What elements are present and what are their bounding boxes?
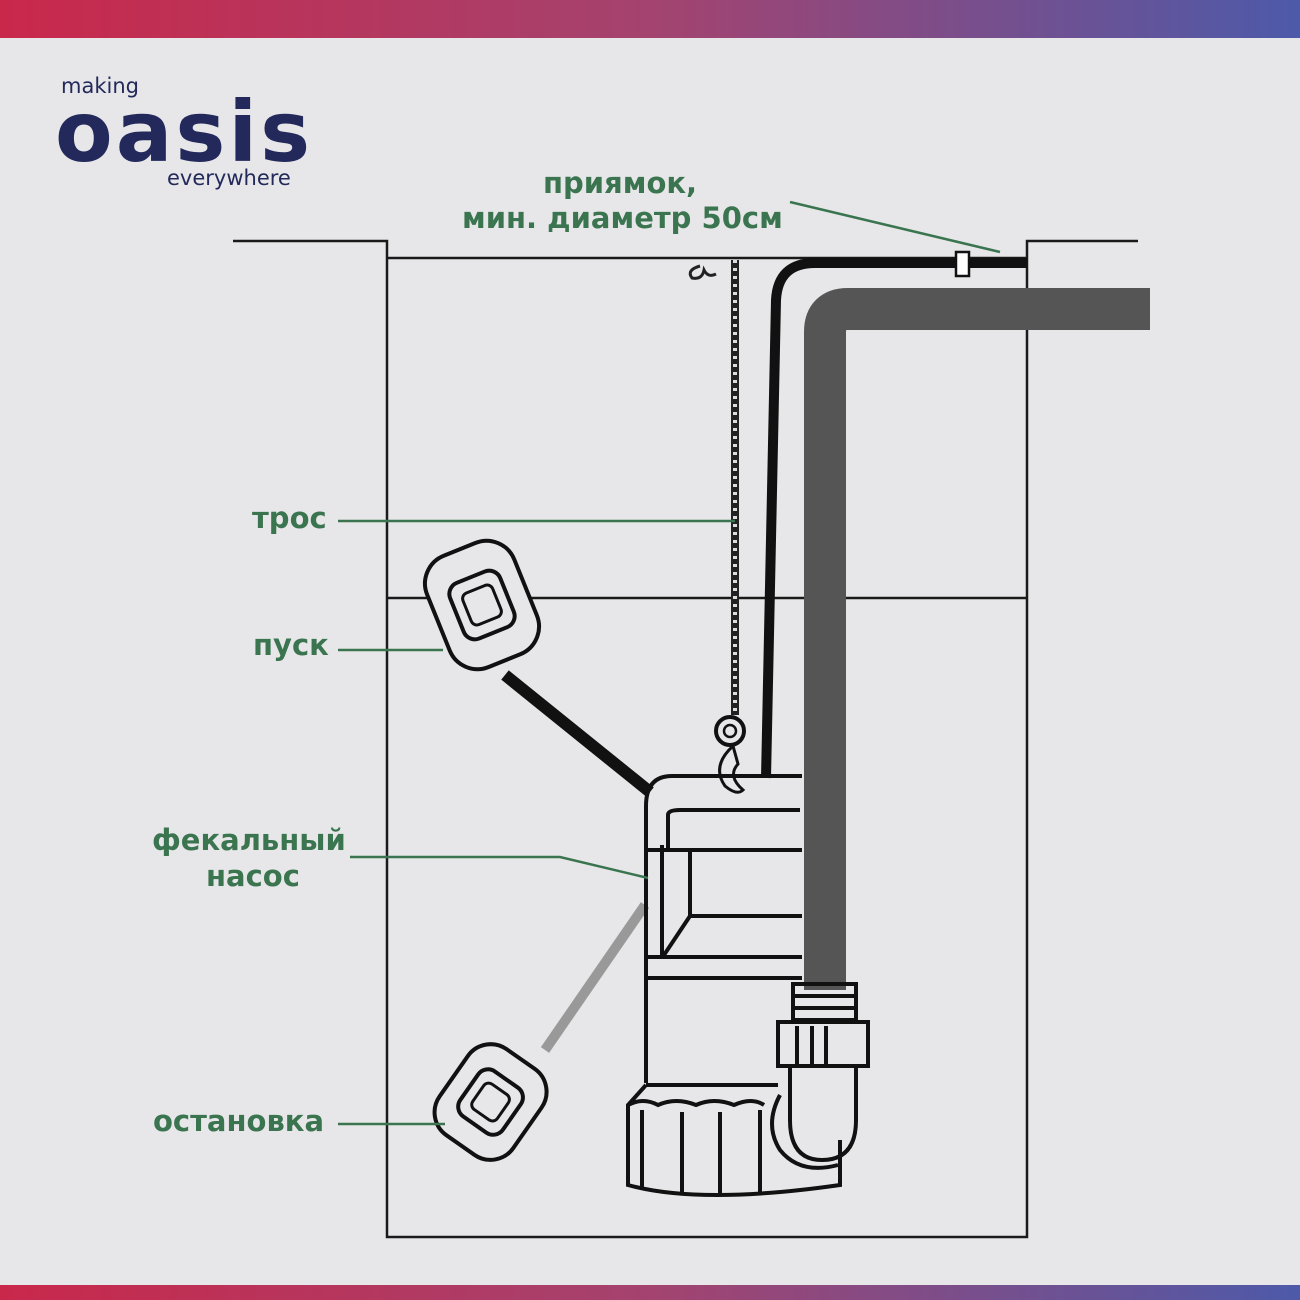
start-float-cable [501, 670, 654, 797]
logo-making: making [61, 74, 139, 98]
pump-label-line1: фекальный [152, 823, 346, 857]
pit-label-line2: мин. диаметр 50см [462, 201, 783, 235]
start-label: пуск [253, 628, 329, 662]
fecal-pump [626, 774, 870, 1197]
top-gradient-bar [0, 0, 1300, 38]
start-float [422, 538, 542, 672]
discharge-pipe [804, 288, 1150, 990]
bottom-gradient-bar [0, 1285, 1300, 1300]
cable-clip [954, 250, 971, 278]
stop-float-cable [540, 902, 650, 1053]
rope-label: трос [252, 501, 327, 535]
pump-label-line2: насос [206, 859, 300, 893]
power-cable [761, 258, 1027, 779]
pit-label-line1: приямок, [543, 166, 698, 200]
logo-oasis: oasis [55, 83, 314, 181]
stop-label: остановка [153, 1104, 325, 1138]
stop-float [432, 1042, 549, 1162]
logo-everywhere: everywhere [167, 166, 291, 190]
rope [688, 260, 746, 794]
pit [233, 239, 1138, 1239]
leader-lines [338, 200, 1001, 1126]
